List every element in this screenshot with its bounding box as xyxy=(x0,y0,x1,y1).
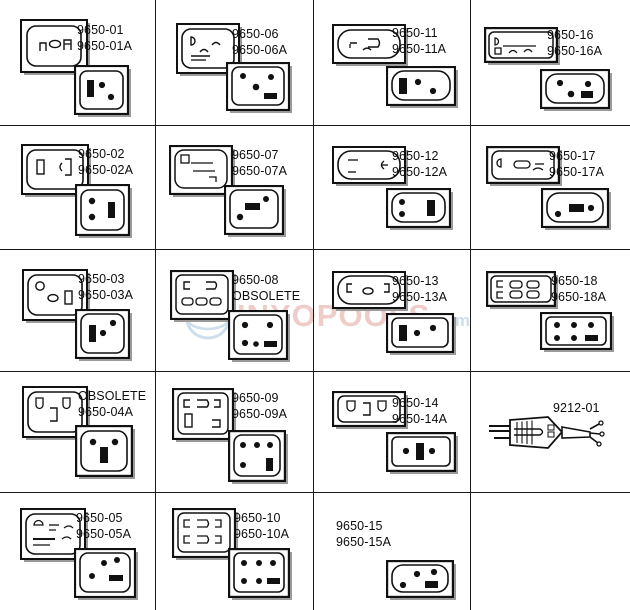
cell-r2c2[interactable]: 9650-07 9650-07A xyxy=(156,126,313,249)
cell-r1c2[interactable]: 9650-06 9650-06A xyxy=(156,0,313,125)
receptacle-face-view xyxy=(74,65,129,115)
grid-hline-2 xyxy=(0,249,630,250)
cell-r2c4[interactable]: 9650-17 9650-17A xyxy=(471,126,630,249)
pin-outline-view xyxy=(484,27,558,63)
receptacle-face-view xyxy=(540,69,610,109)
part-label: 9650-09 9650-09A xyxy=(232,391,288,421)
receptacle-face-view xyxy=(386,313,454,353)
pin-outline-view xyxy=(486,271,556,307)
receptacle-face-view xyxy=(228,310,288,360)
receptacle-face-view xyxy=(75,309,130,359)
receptacle-face-view xyxy=(386,560,454,598)
part-label: 9650-01 9650-01A xyxy=(77,23,133,53)
part-label: 9650-12 9650-12A xyxy=(392,149,448,179)
grid-hline-1 xyxy=(0,125,630,126)
receptacle-face-view xyxy=(386,188,451,228)
pin-outline-view xyxy=(20,19,88,73)
part-label: OBSOLETE 9650-04A xyxy=(78,389,147,419)
cord-plug-view xyxy=(486,412,611,457)
part-label: 9650-10 9650-10A xyxy=(234,511,290,541)
part-label: 9650-08 OBSOLETE xyxy=(232,273,301,303)
pin-outline-view xyxy=(332,271,406,309)
pin-outline-view xyxy=(172,388,234,440)
cell-r1c1[interactable]: 9650-01 9650-01A xyxy=(0,0,155,125)
cell-r5c1[interactable]: 9650-05 9650-05A xyxy=(0,493,155,610)
cell-r3c1[interactable]: 9650-03 9650-03A xyxy=(0,250,155,371)
cell-r4c2[interactable]: 9650-09 9650-09A xyxy=(156,372,313,492)
receptacle-face-view xyxy=(224,185,284,235)
pin-outline-view xyxy=(486,146,560,184)
receptacle-face-view xyxy=(386,432,456,472)
cell-r2c1[interactable]: 9650-02 9650-02A xyxy=(0,126,155,249)
pin-outline-view xyxy=(169,145,233,195)
grid-vline-2 xyxy=(313,0,314,610)
cell-r4c4[interactable]: 9212-01 xyxy=(471,372,630,492)
receptacle-face-view xyxy=(75,425,133,477)
cell-r1c4[interactable]: 9650-16 9650-16A xyxy=(471,0,630,125)
receptacle-face-view xyxy=(228,430,286,482)
part-label: 9650-15 9650-15A xyxy=(336,519,392,549)
obsolete-label: OBSOLETE xyxy=(232,289,301,303)
receptacle-face-view xyxy=(75,184,130,236)
cell-r4c3[interactable]: 9650-14 9650-14A xyxy=(314,372,470,492)
part-label: 9650-14 9650-14A xyxy=(392,396,448,426)
part-label: 9650-13 9650-13A xyxy=(392,274,448,304)
cell-r5c3[interactable]: 9650-15 9650-15A xyxy=(314,493,470,610)
cell-r2c3[interactable]: 9650-12 9650-12A xyxy=(314,126,470,249)
receptacle-face-view xyxy=(386,66,456,106)
cell-r4c1[interactable]: OBSOLETE 9650-04A xyxy=(0,372,155,492)
part-label: 9650-06 9650-06A xyxy=(232,27,288,57)
cell-r5c2[interactable]: 9650-10 9650-10A xyxy=(156,493,313,610)
pin-outline-view xyxy=(332,391,406,427)
cell-r3c4[interactable]: 9650-18 9650-18A xyxy=(471,250,630,371)
receptacle-face-view xyxy=(74,548,136,598)
pin-outline-view xyxy=(21,144,89,195)
cell-r3c3[interactable]: 9650-13 9650-13A xyxy=(314,250,470,371)
receptacle-face-view xyxy=(541,188,609,228)
pin-outline-view xyxy=(332,24,406,64)
obsolete-label: OBSOLETE xyxy=(78,389,147,403)
part-label: 9650-18 9650-18A xyxy=(551,274,607,304)
grid-hline-3 xyxy=(0,371,630,372)
grid-vline-3 xyxy=(470,0,471,610)
receptacle-face-view xyxy=(228,548,290,598)
part-label: 9650-03 9650-03A xyxy=(78,272,134,302)
pin-outline-view xyxy=(332,146,406,184)
part-label: 9650-07 9650-07A xyxy=(232,148,288,178)
grid-hline-4 xyxy=(0,492,630,493)
cell-r1c3[interactable]: 9650-11 9650-11A xyxy=(314,0,470,125)
part-label: 9650-02 9650-02A xyxy=(78,147,134,177)
part-label: 9212-01 xyxy=(553,401,600,415)
part-label: 9650-11 9650-11A xyxy=(392,26,447,56)
grid-vline-1 xyxy=(155,0,156,610)
pin-outline-view xyxy=(172,508,236,558)
receptacle-face-view xyxy=(540,312,612,350)
receptacle-face-view xyxy=(226,62,290,111)
pin-outline-view xyxy=(176,23,240,74)
part-label: 9650-17 9650-17A xyxy=(549,149,605,179)
part-label: 9650-05 9650-05A xyxy=(76,511,132,541)
part-label: 9650-16 9650-16A xyxy=(547,28,603,58)
